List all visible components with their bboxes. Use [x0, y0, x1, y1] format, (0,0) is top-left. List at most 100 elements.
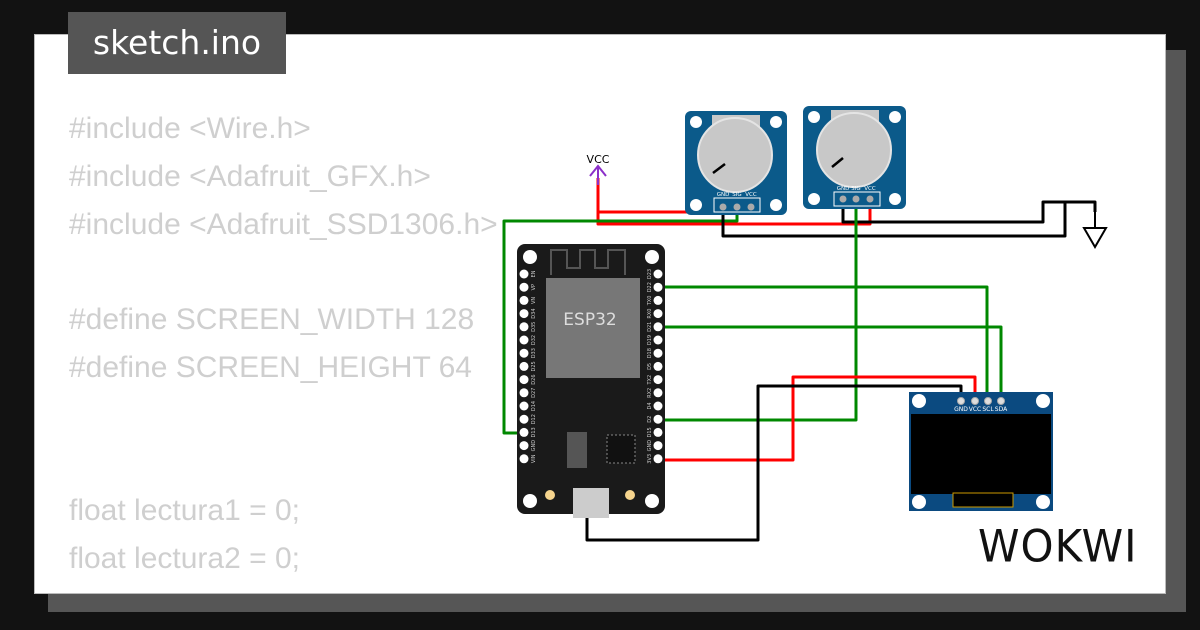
pin-label: D5 [647, 363, 653, 370]
pin-label: D21 [647, 322, 653, 332]
pin-label: GND [531, 440, 537, 452]
esp32-pin[interactable] [653, 361, 663, 371]
esp32-pin[interactable] [653, 322, 663, 332]
code-preview: #include <Wire.h>#include <Adafruit_GFX.… [69, 105, 1098, 593]
esp32-pin[interactable] [653, 348, 663, 358]
pin-label: EN [531, 270, 537, 277]
esp32-pin[interactable] [653, 401, 663, 411]
esp32-pin[interactable] [653, 454, 663, 464]
pin-label: D23 [647, 269, 653, 279]
esp32-pin[interactable] [519, 388, 529, 398]
code-line: float lectura2 = 0; [69, 542, 300, 576]
pin-label: D34 [531, 308, 537, 318]
esp32-pin[interactable] [519, 427, 529, 437]
code-line: #define SCREEN_HEIGHT 64 [69, 350, 472, 384]
pin-label: VCC [969, 406, 981, 413]
potentiometer-1[interactable] [685, 111, 787, 215]
knob-indicator [831, 157, 844, 168]
esp32-pin[interactable] [653, 269, 663, 279]
pin-label: D19 [647, 335, 653, 345]
esp32-pin[interactable] [653, 282, 663, 292]
esp32-pin[interactable] [519, 295, 529, 305]
pin-label: 3V3 [647, 454, 653, 464]
vcc-marker[interactable] [589, 164, 607, 185]
wire-vcc-pot2[interactable] [596, 199, 872, 226]
code-line: Adafruit_SSD1306 display(SCREEN_WIDTH, S… [69, 583, 1098, 593]
esp32-pin[interactable] [519, 269, 529, 279]
code-line: float lectura1 = 0; [69, 494, 300, 528]
esp32-pin[interactable] [519, 335, 529, 345]
esp32-pin[interactable] [519, 454, 529, 464]
pin-label: VCC [745, 192, 757, 198]
pin-label: D22 [647, 282, 653, 292]
pin-label: D15 [647, 427, 653, 437]
esp32-pin[interactable] [653, 388, 663, 398]
mcu-label: ESP32 [563, 310, 616, 330]
pin-label: D18 [647, 348, 653, 358]
pin-label: GND [717, 192, 730, 198]
ground-symbol[interactable] [1082, 212, 1108, 249]
esp32-pin[interactable] [653, 309, 663, 319]
esp32-pin[interactable] [519, 441, 529, 451]
pin-label: D26 [531, 374, 537, 384]
pin-label: D13 [531, 427, 537, 437]
wire-pot1-gnd[interactable] [721, 200, 1097, 238]
pin-label: D4 [647, 402, 653, 409]
wire-d13-pot1-sig[interactable] [502, 207, 739, 435]
vcc-label: VCC [587, 153, 610, 166]
esp32-pin[interactable] [653, 295, 663, 305]
esp32-pin[interactable] [519, 414, 529, 424]
esp32-pin[interactable] [519, 348, 529, 358]
oled-display[interactable] [909, 392, 1053, 511]
pin-label: D25 [531, 361, 537, 371]
pin-label: SIG [732, 192, 741, 198]
pin-label: SCL [982, 406, 994, 413]
esp32-board[interactable]: ESP32 [517, 244, 665, 518]
esp32-pin[interactable] [519, 282, 529, 292]
pin-label: GND [954, 406, 968, 413]
wire-pot2-gnd[interactable] [841, 199, 1065, 224]
pin-label: TX0 [647, 296, 653, 307]
pin-label: VP [531, 284, 537, 290]
pin-label: D14 [531, 401, 537, 411]
pin-label: D27 [531, 388, 537, 398]
esp32-pin[interactable] [519, 401, 529, 411]
esp32-pin[interactable] [653, 375, 663, 385]
code-line: #define SCREEN_WIDTH 128 [69, 303, 475, 337]
pin-label: D2 [647, 416, 653, 423]
pin-label: SDA [995, 406, 1008, 413]
pin-label: D12 [531, 414, 537, 424]
pin-label: TX2 [647, 375, 653, 386]
pin-label: D32 [531, 335, 537, 345]
esp32-pin[interactable] [519, 361, 529, 371]
file-tab[interactable]: sketch.ino [68, 12, 286, 74]
code-line: #include <Adafruit_SSD1306.h> [69, 207, 498, 241]
pin-label: GND [837, 186, 850, 192]
esp32-pin[interactable] [519, 322, 529, 332]
wire-d22-scl[interactable] [658, 285, 989, 398]
wire-3v3-vcc[interactable] [658, 375, 977, 462]
pin-label: RX2 [647, 388, 653, 398]
code-line: #include <Wire.h> [69, 112, 311, 145]
esp32-pin[interactable] [519, 309, 529, 319]
esp32-pin[interactable] [653, 414, 663, 424]
pin-label: D35 [531, 322, 537, 332]
esp32-pin[interactable] [653, 335, 663, 345]
potentiometer-2[interactable] [803, 106, 906, 209]
esp32-pin[interactable] [653, 441, 663, 451]
pin-label: SIG [851, 186, 860, 192]
wokwi-logo: WOKWI [978, 520, 1138, 573]
pin-label: VN [531, 297, 537, 304]
knob-indicator [712, 163, 726, 174]
esp32-pin[interactable] [519, 375, 529, 385]
wire-d21-sda[interactable] [658, 325, 1003, 398]
esp32-pin[interactable] [653, 427, 663, 437]
pin-label: RX0 [647, 309, 653, 319]
pin-label: VIN [531, 454, 537, 463]
pin-label: GND [647, 440, 653, 452]
pin-label: VCC [864, 186, 876, 192]
wire-pot2-sig-d2[interactable] [658, 199, 858, 422]
pin-label: D33 [531, 348, 537, 358]
